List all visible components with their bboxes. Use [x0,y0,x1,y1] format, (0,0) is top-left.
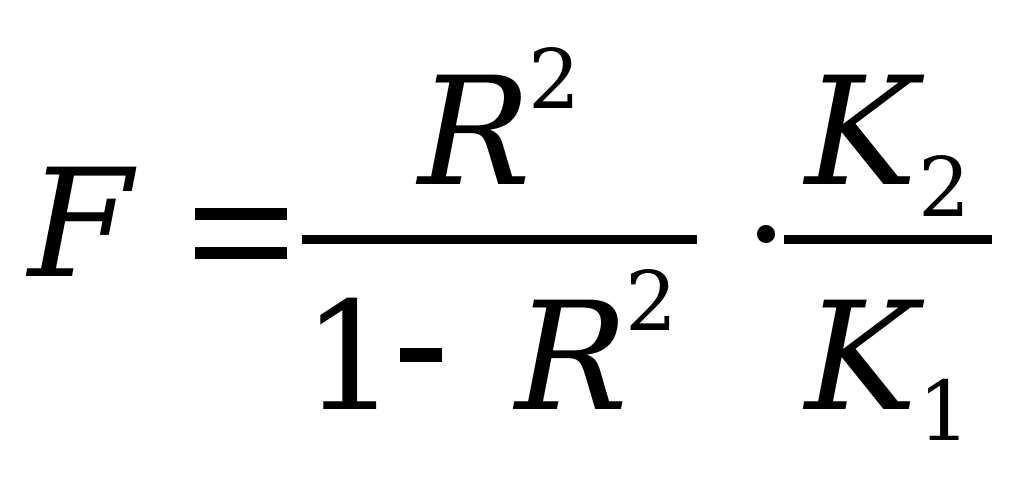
fraction-2-denominator-subscript: 1 [918,365,971,460]
fraction-2-denominator-base: K [805,271,918,445]
equals-bottom-bar [195,247,287,259]
fraction-1-denominator-base: R [515,271,628,445]
fraction-1-denominator-exponent: 2 [625,255,678,350]
equals-top-bar [195,208,287,220]
fraction-2-numerator-subscript: 2 [918,141,971,236]
fraction-2-numerator-base: K [805,46,918,220]
fraction-1-bar [302,235,697,244]
fraction-2-bar [784,235,992,244]
lhs-variable: F [28,138,133,312]
fraction-1-denominator-one: 1 [302,271,398,445]
multiplication-dot [757,225,775,243]
fraction-1-minus-sign [400,348,442,362]
fraction-1-numerator-exponent: 2 [528,33,581,128]
fraction-1-numerator-base: R [418,46,531,220]
